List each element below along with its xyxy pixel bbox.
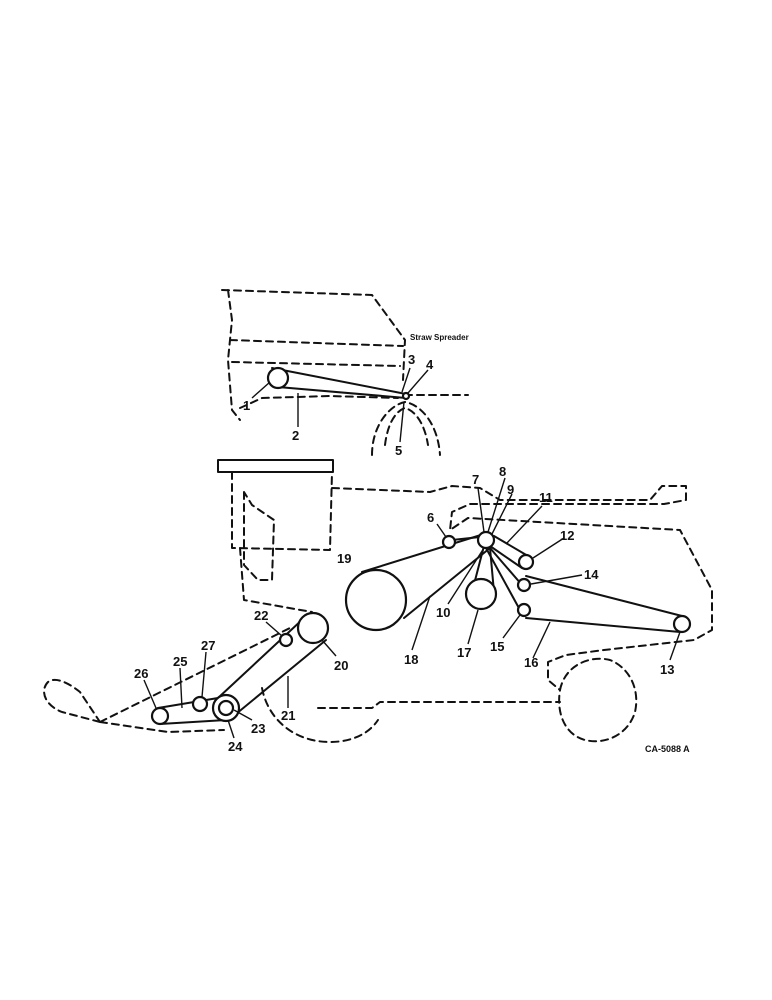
- callout-6: 6: [427, 510, 434, 525]
- leader-lines: [143, 477, 681, 739]
- straw-spreader-label: Straw Spreader: [410, 333, 469, 342]
- belt-15-run: [485, 547, 521, 611]
- pulley-24-inner: [217, 699, 235, 717]
- leader-7: [477, 487, 485, 533]
- callout-16: 16: [524, 655, 538, 670]
- chassis-lower-outline: [239, 547, 561, 709]
- leader-27: [201, 651, 207, 698]
- leader-8: [487, 477, 506, 533]
- belt-18-lower-run: [403, 547, 491, 619]
- leader-4: [407, 369, 429, 394]
- leader-3: [401, 367, 411, 393]
- belt-14-run: [489, 547, 523, 586]
- leader-15: [502, 614, 521, 639]
- leader-16: [532, 621, 551, 659]
- belt-12-lower-run: [489, 545, 523, 569]
- leader-13: [669, 631, 681, 661]
- belt-12-upper-run: [493, 535, 529, 557]
- main-body-outline: [331, 485, 713, 691]
- leader-10: [447, 547, 485, 605]
- leader-23: [233, 709, 253, 721]
- belt-25-lower-run: [159, 719, 227, 725]
- callout-23: 23: [251, 721, 265, 736]
- callout-26: 26: [134, 666, 148, 681]
- belt-25-upper-run: [157, 697, 219, 709]
- pulleys: [150, 530, 692, 726]
- leader-9: [491, 493, 513, 535]
- callout-5: 5: [395, 443, 402, 458]
- callout-19: 19: [337, 551, 351, 566]
- callout-1: 1: [243, 398, 250, 413]
- rear-wheel: [558, 657, 638, 743]
- pulley-17: [464, 577, 498, 611]
- callout-3: 3: [408, 352, 415, 367]
- callout-24: 24: [228, 739, 243, 754]
- leader-18: [411, 595, 431, 651]
- belt-2-upper-run: [271, 367, 407, 395]
- callout-20: 20: [334, 658, 348, 673]
- belt-21-lower-run: [235, 639, 327, 715]
- belt-6-run: [451, 536, 481, 541]
- callout-17: 17: [457, 645, 471, 660]
- grain-tank-body: [231, 471, 333, 581]
- leader-22: [265, 621, 283, 637]
- pulley-6: [441, 534, 457, 550]
- belt-18-upper-run: [361, 533, 485, 573]
- pulley-12: [517, 553, 535, 571]
- straw-spreader-inset: Straw Spreader: [221, 289, 469, 456]
- pulley-3-4: [401, 391, 411, 401]
- pulley-13: [672, 614, 692, 634]
- callout-14: 14: [584, 567, 599, 582]
- belt-2-lower-run: [277, 386, 407, 399]
- header-outline: [43, 627, 291, 733]
- leader-12: [532, 537, 565, 559]
- callout-22: 22: [254, 608, 268, 623]
- front-wheel: [261, 687, 379, 743]
- pulley-14: [516, 577, 532, 593]
- pulley-22: [278, 632, 294, 648]
- belt-16-upper-run: [525, 575, 683, 617]
- callout-10: 10: [436, 605, 450, 620]
- spreader-disc-arc: [371, 401, 441, 456]
- pulley-26: [150, 706, 170, 726]
- callout-25: 25: [173, 654, 187, 669]
- callout-11: 11: [539, 490, 553, 505]
- callout-15: 15: [490, 639, 504, 654]
- callout-8: 8: [499, 464, 506, 479]
- spreader-floor-line: [239, 394, 469, 409]
- pulley-15: [516, 602, 532, 618]
- callout-7: 7: [472, 472, 479, 487]
- belt-21-upper-run: [217, 617, 305, 699]
- drive-belts: [157, 533, 683, 725]
- leader-11: [505, 505, 543, 545]
- leader-25: [179, 667, 183, 709]
- callout-2: 2: [292, 428, 299, 443]
- callout-18: 18: [404, 652, 418, 667]
- leader-1: [251, 381, 271, 399]
- belt-16-lower-run: [525, 617, 681, 633]
- callout-4: 4: [426, 357, 434, 372]
- leader-24: [227, 719, 235, 739]
- pulley-20: [296, 611, 330, 645]
- pulley-27: [191, 695, 209, 713]
- pulley-7: [476, 530, 496, 550]
- callout-27: 27: [201, 638, 215, 653]
- callout-21: 21: [281, 708, 295, 723]
- pulley-19: [344, 568, 408, 632]
- leader-5: [399, 401, 405, 443]
- pulley-1: [266, 366, 290, 390]
- leader-6: [436, 523, 447, 538]
- figure-id: CA-5088 A: [645, 744, 690, 754]
- leader-14: [530, 574, 583, 585]
- leader-26: [143, 679, 157, 709]
- leader-20: [321, 639, 337, 657]
- callout-12: 12: [560, 528, 574, 543]
- callout-9: 9: [507, 482, 514, 497]
- leader-17: [467, 609, 479, 645]
- combine-body: [43, 459, 713, 743]
- callout-13: 13: [660, 662, 674, 677]
- grain-tank-lid: [217, 459, 334, 473]
- callout-numbers: 1 2 3 4 5 6 7 8 9 10 11 12 13 14 15 16 1…: [134, 352, 674, 754]
